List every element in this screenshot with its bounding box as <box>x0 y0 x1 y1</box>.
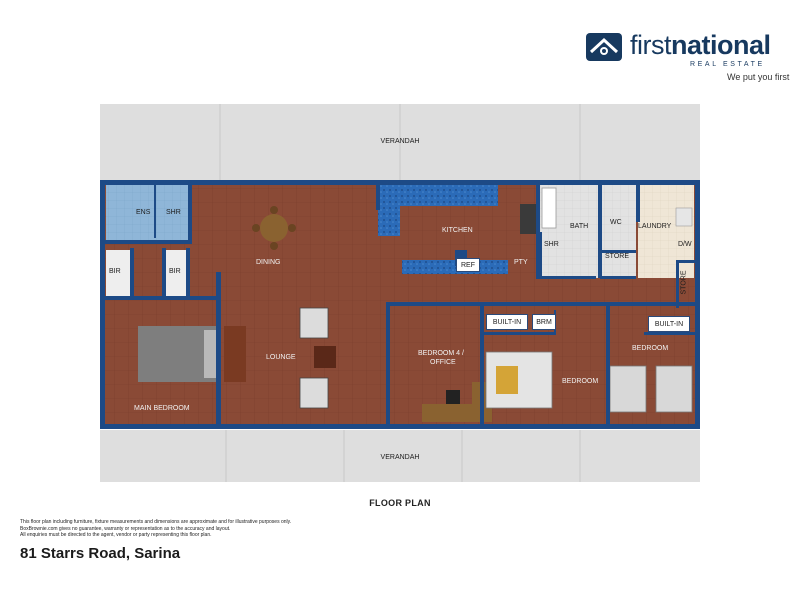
laundry-floor <box>638 184 694 278</box>
floor-plan: VERANDAH VERANDAH ENS SHR BIR BIR DINING… <box>100 104 700 482</box>
store-side-label: STORE <box>680 270 688 295</box>
brand-tagline: We put you first <box>727 72 790 82</box>
floor-plan-title: FLOOR PLAN <box>369 498 431 508</box>
lounge-label: LOUNGE <box>266 354 296 361</box>
ref-label: REF <box>456 258 480 272</box>
dining-label: DINING <box>256 259 281 266</box>
verandah-top-label: VERANDAH <box>380 138 420 145</box>
brm-label: BRM <box>532 314 556 330</box>
disclaimer-line-1: This floor plan including furniture, fix… <box>20 519 292 525</box>
bedroom-mid-label: BEDROOM <box>562 378 599 385</box>
bedroom-4-label-line2: OFFICE <box>430 359 456 366</box>
built-in-1-label: BUILT-IN <box>486 314 528 330</box>
main-bed <box>138 326 216 382</box>
bir-left-label: BIR <box>109 268 121 275</box>
disclaimer: This floor plan including furniture, fix… <box>20 519 380 539</box>
kitchen-label: KITCHEN <box>442 227 473 234</box>
pantry-label: PTY <box>514 259 528 266</box>
brand-name-bold: national <box>671 30 771 60</box>
verandah-bottom-label: VERANDAH <box>380 454 420 461</box>
disclaimer-line-2: BoxBrownie.com gives no guarantee, warra… <box>20 525 231 532</box>
wc-floor <box>602 184 636 278</box>
ensuite-label: ENS <box>136 209 151 216</box>
bedroom-bed <box>485 351 553 409</box>
ensuite-shower-label: SHR <box>166 209 181 216</box>
brand-subtitle: REAL ESTATE <box>690 61 765 68</box>
floor-plan-drawing <box>100 104 700 482</box>
main-bedroom-label: MAIN BEDROOM <box>134 405 190 412</box>
store-laundry-label: STORE <box>605 253 629 260</box>
bedroom-right-label: BEDROOM <box>632 345 669 352</box>
wc-label: WC <box>610 219 622 226</box>
ensuite-floor <box>106 184 188 242</box>
lounge-sideboard <box>224 326 246 382</box>
first-national-logo-icon <box>586 33 622 61</box>
disclaimer-line-3: All enquiries must be directed to the ag… <box>20 532 212 538</box>
kitchen-island <box>402 260 508 274</box>
built-in-2-label: BUILT-IN <box>648 316 690 332</box>
bedroom-4-label-line1: BEDROOM 4 / <box>418 350 464 357</box>
verandah-bottom-area <box>100 430 700 482</box>
brand-name: firstnational <box>630 30 771 61</box>
laundry-label: LAUNDRY <box>638 223 672 230</box>
bir-right-label: BIR <box>169 268 181 275</box>
walls <box>100 180 700 429</box>
bath-label: BATH <box>570 223 589 230</box>
office-desk <box>422 382 492 422</box>
dishwasher-label: D/W <box>678 241 692 248</box>
property-address: 81 Starrs Road, Sarina <box>20 545 181 562</box>
bath-shower-label: SHR <box>544 241 559 248</box>
brand-name-light: first <box>630 30 672 60</box>
kitchen-bench <box>378 184 498 236</box>
